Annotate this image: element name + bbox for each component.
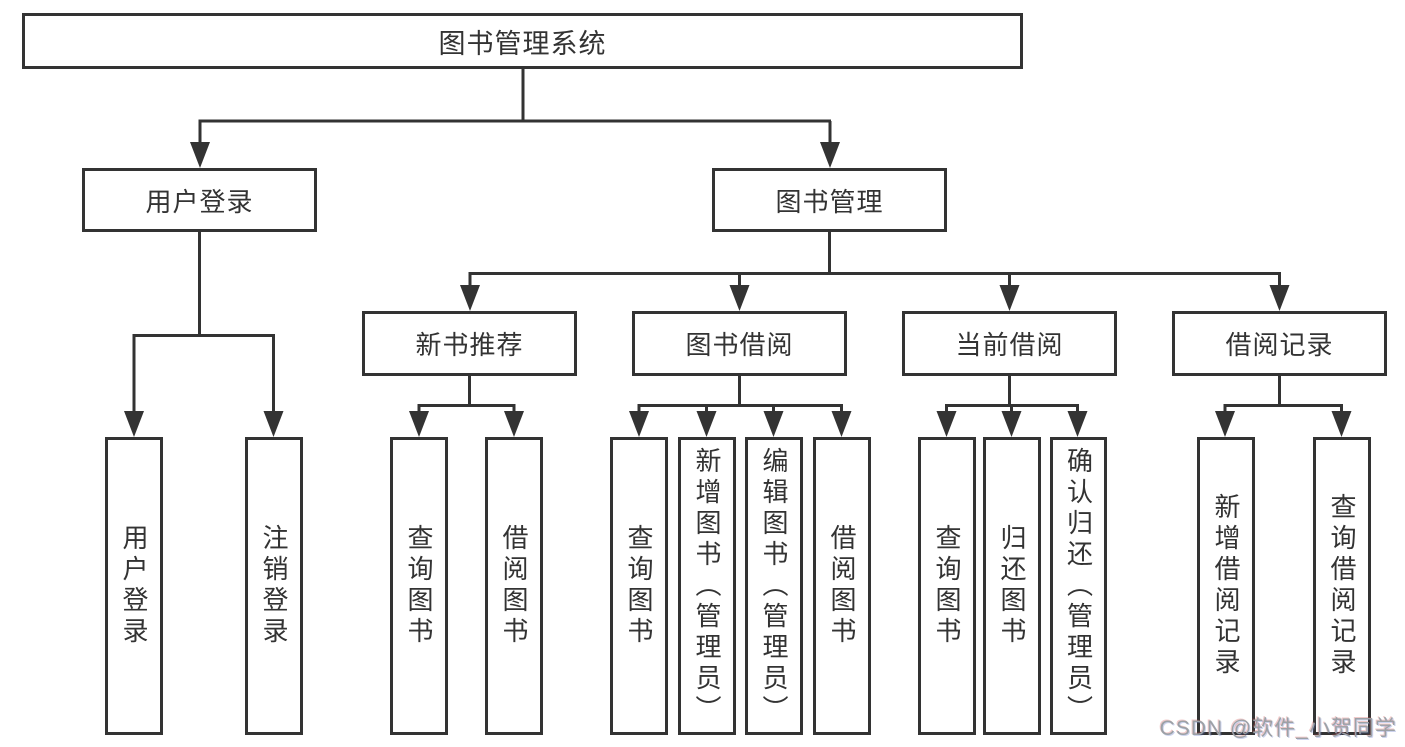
node-library-management-system: 图书管理系统 (22, 13, 1023, 69)
node-user-login: 用户登录 (82, 168, 317, 232)
leaf-query-borrow-record: 查询借阅记录 (1313, 437, 1371, 735)
leaf-logout: 注销登录 (245, 437, 303, 735)
node-book-management: 图书管理 (712, 168, 947, 232)
node-label: 查询图书 (624, 524, 654, 648)
leaf-return-books: 归还图书 (983, 437, 1041, 735)
node-label: 图书管理系统 (438, 28, 607, 59)
node-label: 查询图书 (404, 524, 434, 648)
leaf-query-books-borrowing: 查询图书 (610, 437, 668, 735)
arrowhead-icons (124, 142, 1352, 437)
node-label: 借阅图书 (499, 524, 529, 648)
node-label: 确认归还（管理员） (1063, 446, 1094, 726)
node-current-borrowing: 当前借阅 (902, 311, 1117, 376)
node-label: 查询图书 (932, 524, 962, 648)
node-label: 图书管理 (775, 186, 884, 217)
node-label: 新书推荐 (415, 330, 524, 360)
node-borrowing-records: 借阅记录 (1172, 311, 1387, 376)
node-label: 新增借阅记录 (1211, 493, 1241, 679)
node-label: 图书借阅 (685, 330, 794, 360)
node-label: 当前借阅 (955, 330, 1064, 360)
node-label: 用户登录 (119, 524, 149, 648)
leaf-borrow-books: 借阅图书 (813, 437, 871, 735)
csdn-watermark: CSDN @软件_小贺同学 (1159, 717, 1397, 740)
leaf-user-login: 用户登录 (105, 437, 163, 735)
node-label: 借阅记录 (1225, 330, 1334, 360)
node-label: 用户登录 (145, 186, 254, 217)
leaf-borrow-books-recommend: 借阅图书 (485, 437, 543, 735)
node-label: 查询借阅记录 (1327, 493, 1357, 679)
leaf-add-borrow-record: 新增借阅记录 (1197, 437, 1255, 735)
node-label: 归还图书 (997, 524, 1027, 648)
node-label: 借阅图书 (827, 524, 857, 648)
node-label: 注销登录 (259, 524, 289, 648)
leaf-query-books-current: 查询图书 (918, 437, 976, 735)
node-label: 新增图书（管理员） (692, 446, 722, 726)
node-new-book-recommend: 新书推荐 (362, 311, 577, 376)
leaf-edit-books-admin: 编辑图书（管理员） (745, 437, 803, 735)
leaf-query-books-recommend: 查询图书 (390, 437, 448, 735)
node-label: 编辑图书（管理员） (759, 446, 789, 726)
leaf-confirm-return-admin: 确认归还（管理员） (1050, 437, 1107, 735)
node-book-borrowing: 图书借阅 (632, 311, 847, 376)
leaf-add-books-admin: 新增图书（管理员） (678, 437, 736, 735)
